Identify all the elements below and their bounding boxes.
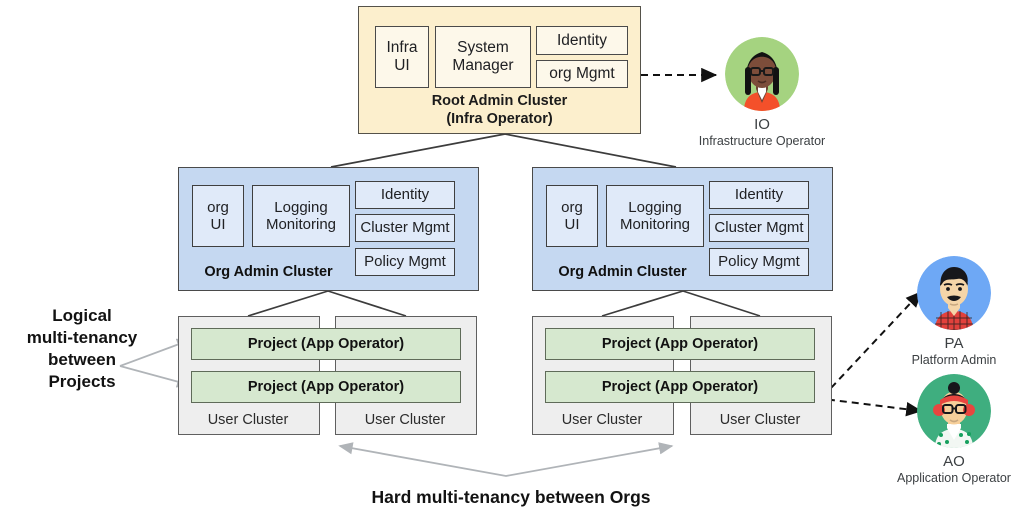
component-label: org Mgmt [549,65,615,83]
org-left-component-identity[interactable]: Identity [355,181,455,209]
root-label-line1: Root Admin Cluster [431,93,568,109]
project-left-2[interactable]: Project (App Operator) [191,371,461,403]
project-label: Project (App Operator) [247,336,405,352]
user-cluster-label-text: User Cluster [719,412,801,428]
component-label-line1: Logging [274,198,328,216]
component-infra-ui[interactable]: Infra UI [375,26,429,88]
project-left-1[interactable]: Project (App Operator) [191,328,461,360]
annotation-logical-multitenancy: Logical multi-tenancy between Projects [12,305,152,393]
component-label: Identity [380,186,430,204]
component-label-line2: UI [564,216,580,233]
component-label: Identity [734,186,784,204]
component-label-line2: UI [394,57,410,74]
component-label: Logging Monitoring [266,199,336,234]
component-label: System Manager [452,39,513,75]
user-cluster-left-1-label: User Cluster [178,412,318,428]
org-right-component-org-ui[interactable]: org UI [546,185,598,247]
component-label: Policy Mgmt [718,253,800,271]
user-cluster-right-2-label: User Cluster [690,412,830,428]
annotation-line-2: multi-tenancy [26,328,138,348]
org-admin-cluster-left-label: Org Admin Cluster [186,264,351,280]
component-label: Cluster Mgmt [360,219,450,237]
component-label: org UI [561,199,583,234]
org-right-component-cluster-mgmt[interactable]: Cluster Mgmt [709,214,809,242]
component-label-line1: Logging [628,198,682,216]
component-label-line1: Infra [386,39,418,57]
component-label-line2: Monitoring [265,216,337,233]
root-label-line2: (Infra Operator) [446,111,553,128]
component-label: Cluster Mgmt [714,219,804,237]
project-label: Project (App Operator) [601,336,759,352]
org-label-text: Org Admin Cluster [558,264,687,280]
org-admin-cluster-right-label: Org Admin Cluster [540,264,705,280]
project-right-1[interactable]: Project (App Operator) [545,328,815,360]
ao-avatar [917,374,991,448]
component-label-line2: UI [210,216,226,233]
component-identity[interactable]: Identity [536,26,628,55]
project-right-2[interactable]: Project (App Operator) [545,371,815,403]
pa-name: Platform Admin [911,353,997,367]
component-label: Infra UI [386,39,417,75]
annotation-line-1: Logical [52,306,112,325]
component-label: Policy Mgmt [364,253,446,271]
component-label-line1: org [207,198,229,216]
component-org-mgmt[interactable]: org Mgmt [536,60,628,88]
user-cluster-label-text: User Cluster [364,412,446,428]
user-cluster-left-2-label: User Cluster [335,412,475,428]
org-right-component-policy-mgmt[interactable]: Policy Mgmt [709,248,809,276]
component-label: Logging Monitoring [620,199,690,234]
pa-avatar-icon [917,256,991,330]
component-label-line2: Monitoring [619,216,691,233]
arrow-hard-multitenancy [338,442,674,477]
persona-ao[interactable]: AO Application Operator [879,374,1022,485]
component-label-line2: Manager [452,57,514,74]
org-label-text: Org Admin Cluster [204,264,333,280]
user-cluster-label-text: User Cluster [207,412,289,428]
ao-abbr: AO [943,453,965,470]
org-right-component-identity[interactable]: Identity [709,181,809,209]
org-right-component-logging-monitoring[interactable]: Logging Monitoring [606,185,704,247]
org-left-component-cluster-mgmt[interactable]: Cluster Mgmt [355,214,455,242]
annotation-hard-multitenancy: Hard multi-tenancy between Orgs [0,487,1022,508]
persona-pa[interactable]: PA Platform Admin [879,256,1022,367]
io-avatar [725,37,799,111]
component-label: Identity [557,31,607,49]
component-label: org UI [207,199,229,234]
ao-avatar-icon [917,374,991,448]
org-left-component-logging-monitoring[interactable]: Logging Monitoring [252,185,350,247]
annotation-text: Hard multi-tenancy between Orgs [371,487,651,507]
project-label: Project (App Operator) [601,379,759,395]
io-avatar-icon [725,37,799,111]
connector-org-right-to-user-clusters [601,290,761,317]
user-cluster-right-1-label: User Cluster [532,412,672,428]
ao-name: Application Operator [897,471,1011,485]
org-left-component-policy-mgmt[interactable]: Policy Mgmt [355,248,455,276]
component-system-manager[interactable]: System Manager [435,26,531,88]
project-label: Project (App Operator) [247,379,405,395]
pa-avatar [917,256,991,330]
io-abbr: IO [754,116,770,133]
annotation-line-4: Projects [48,372,116,392]
user-cluster-label-text: User Cluster [561,412,643,428]
connector-root-to-orgs [330,133,677,168]
pa-abbr: PA [944,335,964,352]
annotation-line-3: between [47,350,117,370]
org-left-component-org-ui[interactable]: org UI [192,185,244,247]
component-label-line1: org [561,198,583,216]
persona-io[interactable]: IO Infrastructure Operator [687,37,837,148]
component-label-line1: System [457,39,509,57]
root-admin-cluster-label: Root Admin Cluster (Infra Operator) [358,92,641,128]
connector-org-left-to-user-clusters [247,290,407,317]
io-name: Infrastructure Operator [698,134,826,148]
